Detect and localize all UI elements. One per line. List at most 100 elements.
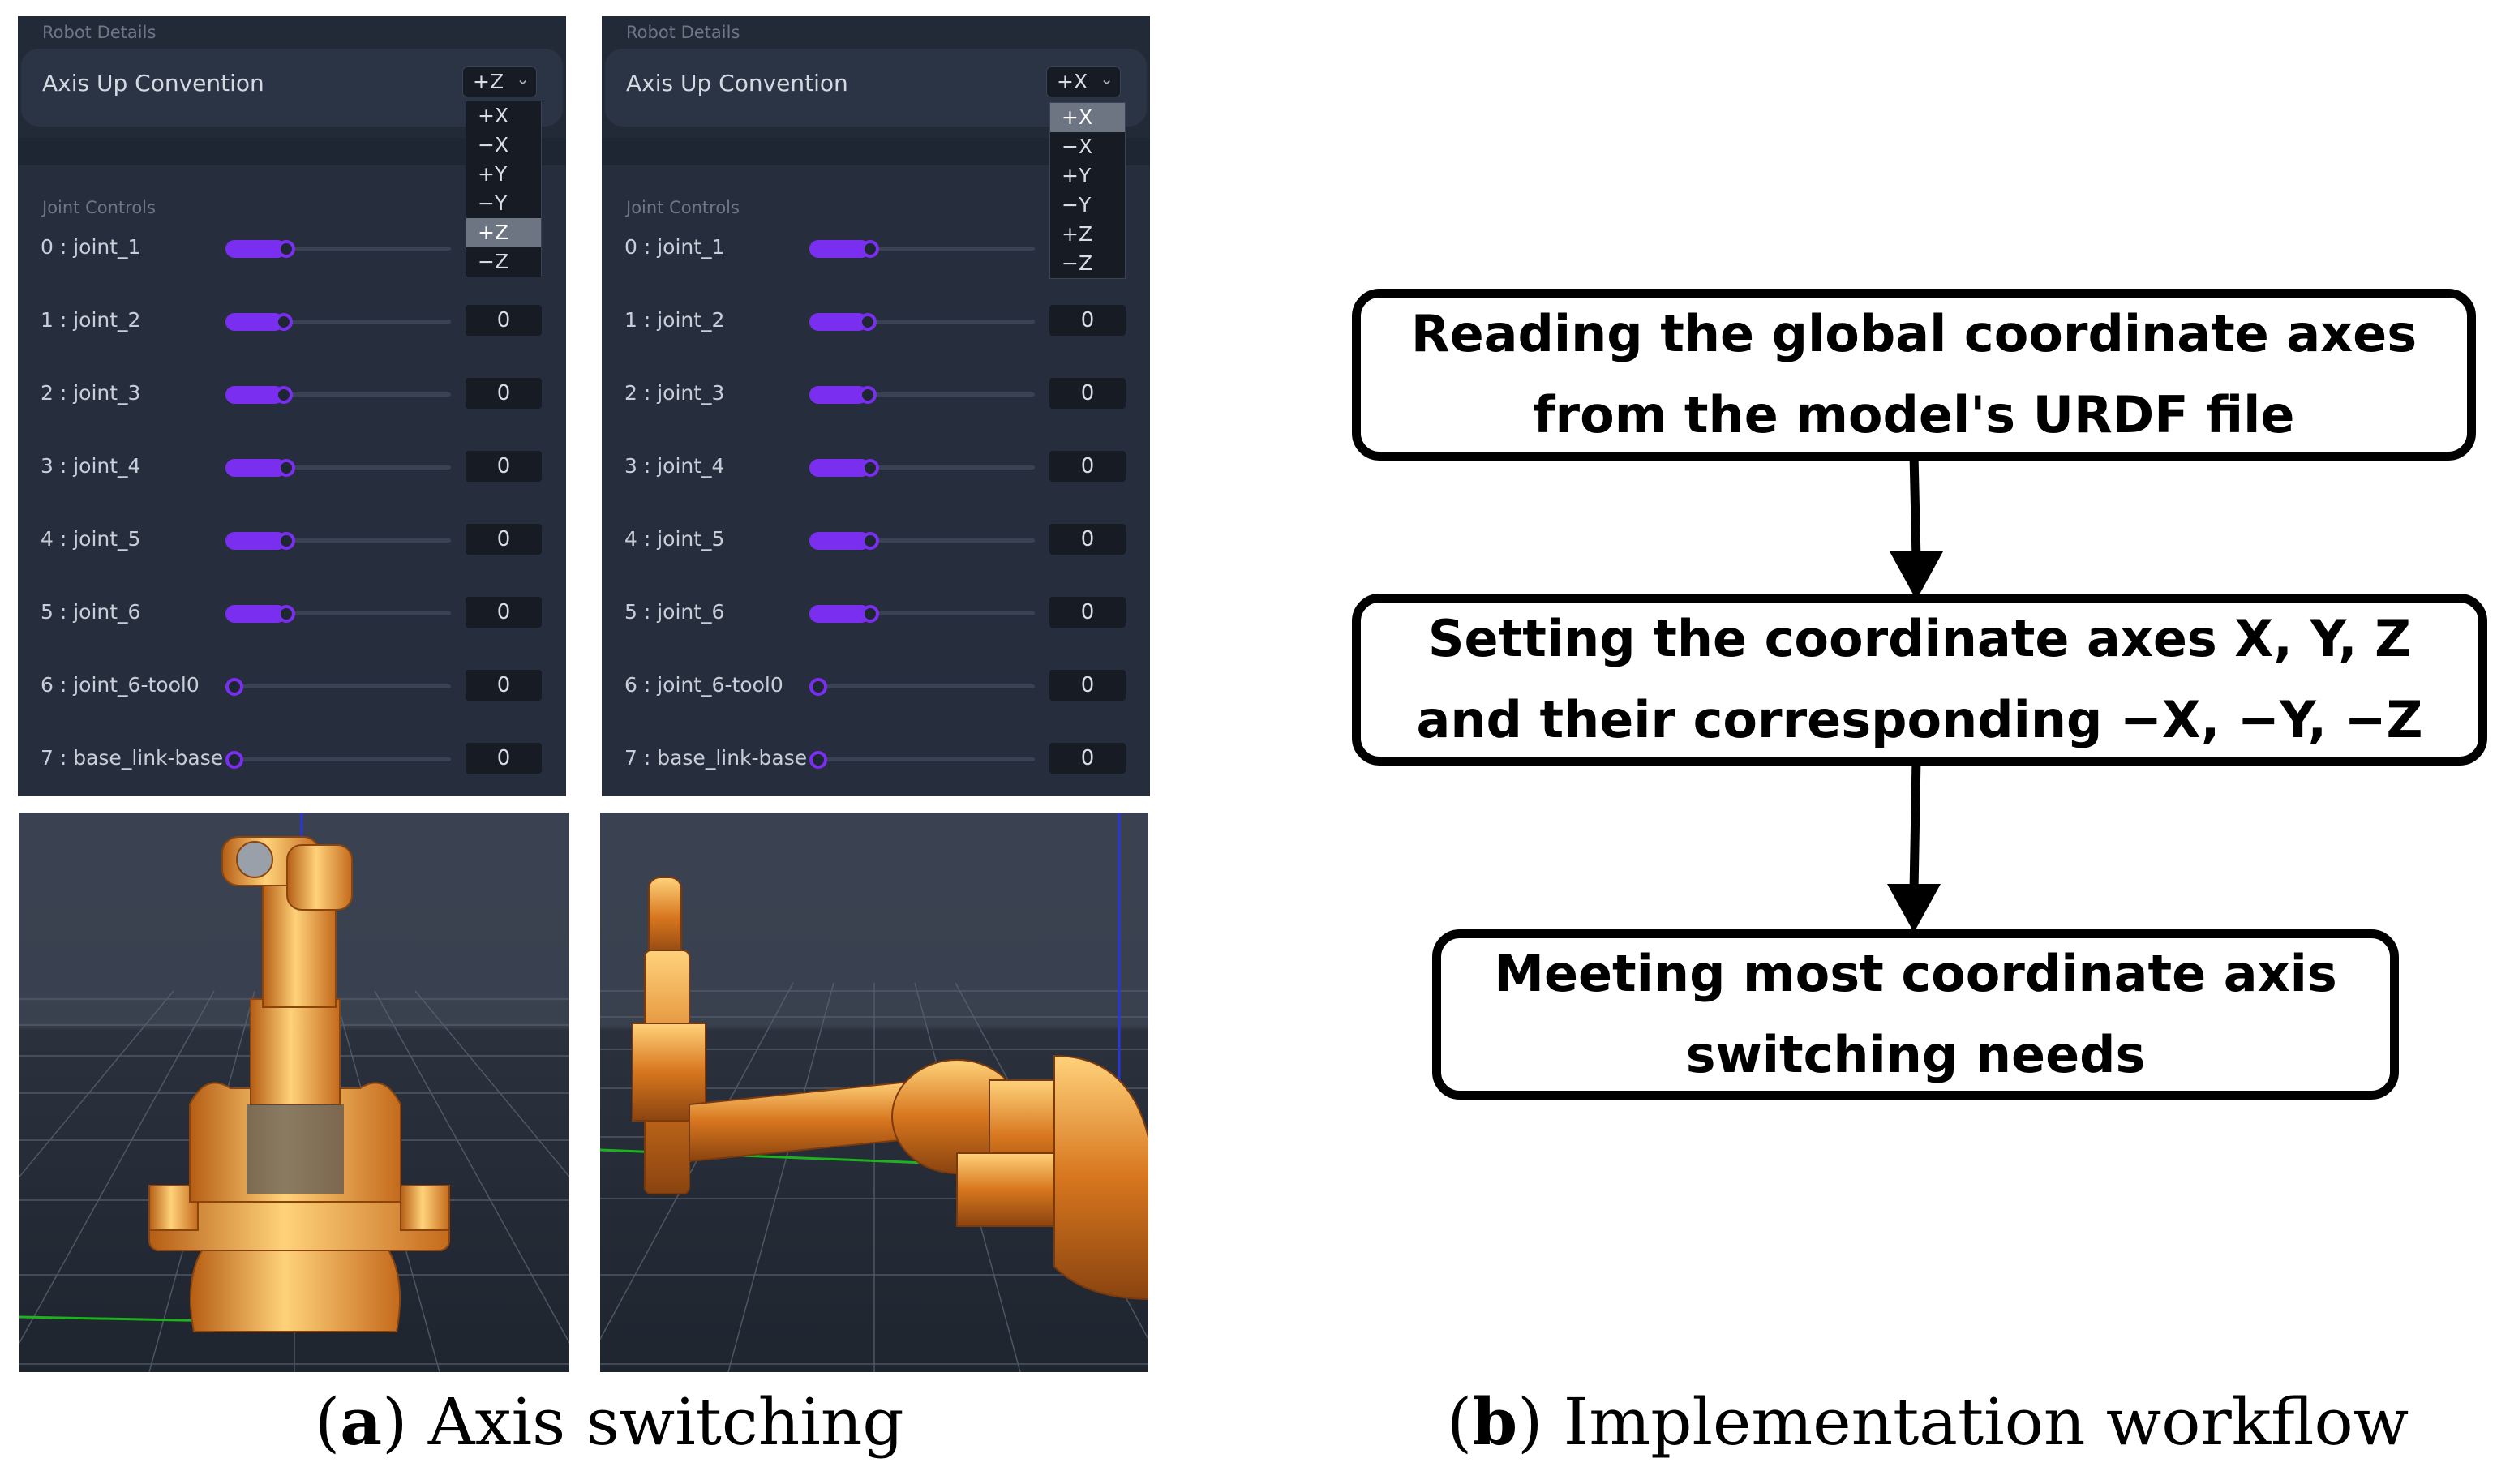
slider-thumb[interactable] [859, 313, 877, 331]
section-title: Robot Details [626, 23, 740, 42]
axis-option[interactable]: +Y [478, 162, 508, 186]
axis-dropdown-menu: +X −X +Y −Y +Z −Z [1049, 102, 1126, 279]
joint-label: 4 : joint_5 [624, 527, 725, 551]
joint-label: 7 : base_link-base [624, 746, 808, 770]
joint-slider[interactable] [225, 751, 451, 769]
axis-option[interactable]: −Y [478, 191, 508, 215]
robot-3d-viewport-left[interactable] [19, 813, 569, 1372]
slider-thumb[interactable] [275, 313, 294, 331]
joint-value-input[interactable]: 0 [466, 670, 542, 701]
slider-thumb[interactable] [277, 605, 296, 623]
axis-option[interactable]: −Y [1062, 193, 1092, 217]
joint-value-input[interactable]: 0 [466, 451, 542, 482]
joint-slider[interactable] [225, 240, 451, 258]
joint-value-input[interactable]: 0 [1049, 524, 1126, 555]
axis-up-selected-value: +Z [473, 70, 504, 93]
slider-thumb[interactable] [861, 459, 880, 477]
slider-thumb[interactable] [861, 240, 880, 258]
slider-fill [809, 386, 869, 404]
robot-3d-viewport-right[interactable] [600, 813, 1148, 1372]
slider-thumb[interactable] [225, 678, 243, 696]
joint-slider[interactable] [225, 313, 451, 331]
joint-value-input[interactable]: 0 [1049, 597, 1126, 628]
axis-option[interactable]: −X [478, 133, 509, 157]
axis-option[interactable]: +X [1050, 103, 1125, 132]
axis-up-select[interactable]: +Z ⌄ [462, 66, 537, 97]
joint-slider[interactable] [225, 532, 451, 550]
joint-value-input[interactable]: 0 [1049, 670, 1126, 701]
joint-label: 7 : base_link-base [41, 746, 224, 770]
joint-value-input[interactable]: 0 [1049, 305, 1126, 336]
slider-thumb[interactable] [861, 605, 880, 623]
slider-thumb[interactable] [225, 751, 243, 769]
slider-thumb[interactable] [809, 751, 827, 769]
joint-value-input[interactable]: 0 [1049, 743, 1126, 774]
joint-value-input[interactable]: 0 [1049, 451, 1126, 482]
slider-thumb[interactable] [809, 678, 827, 696]
axis-option[interactable]: −Z [1062, 251, 1093, 275]
joint-slider[interactable] [809, 751, 1035, 769]
slider-fill [225, 240, 287, 258]
chevron-down-icon: ⌄ [1100, 69, 1113, 88]
slider-fill [225, 605, 287, 623]
joint-slider[interactable] [225, 605, 451, 623]
flow-step-read-urdf: Reading the global coordinate axes from … [1352, 289, 2476, 461]
joint-slider[interactable] [809, 459, 1035, 477]
joint-row: 7 : base_link-base 0 [602, 743, 1150, 778]
slider-fill [809, 240, 871, 258]
slider-fill [809, 605, 871, 623]
joint-slider[interactable] [225, 678, 451, 696]
joint-label: 0 : joint_1 [624, 235, 725, 259]
joint-slider[interactable] [809, 386, 1035, 404]
caption-b-text: Implementation workflow [1563, 1384, 2409, 1460]
slider-thumb[interactable] [277, 532, 296, 550]
axis-option[interactable]: +Z [466, 218, 541, 247]
flow-step-text: Meeting most coordinate axis switching n… [1494, 944, 2337, 1084]
joint-value-input[interactable]: 0 [466, 305, 542, 336]
robot-details-panel-right: Robot Details Axis Up Convention +X ⌄ Jo… [602, 16, 1150, 796]
joint-row: 4 : joint_5 0 [602, 524, 1150, 560]
slider-fill [809, 459, 871, 477]
joint-value-input[interactable]: 0 [466, 743, 542, 774]
caption-a-letter: a [340, 1383, 383, 1460]
joint-slider[interactable] [809, 678, 1035, 696]
joint-row: 6 : joint_6-tool0 0 [18, 670, 566, 706]
joint-value-input[interactable]: 0 [1049, 378, 1126, 409]
slider-fill [225, 313, 285, 331]
axis-option[interactable]: −Z [478, 250, 509, 273]
joint-slider[interactable] [225, 386, 451, 404]
joint-slider[interactable] [809, 240, 1035, 258]
axis-up-select[interactable]: +X ⌄ [1046, 66, 1121, 97]
slider-thumb[interactable] [859, 386, 877, 404]
joint-row: 2 : joint_3 0 [602, 378, 1150, 414]
slider-thumb[interactable] [275, 386, 294, 404]
axis-option[interactable]: +Y [1062, 164, 1092, 187]
joint-label: 1 : joint_2 [41, 308, 141, 332]
caption-b: (b) Implementation workflow [1447, 1383, 2409, 1460]
joint-slider[interactable] [809, 605, 1035, 623]
joint-label: 6 : joint_6-tool0 [41, 673, 200, 697]
joint-label: 0 : joint_1 [41, 235, 141, 259]
joint-value-input[interactable]: 0 [466, 524, 542, 555]
slider-thumb[interactable] [861, 532, 880, 550]
axis-option[interactable]: +Z [1062, 222, 1093, 246]
slider-fill [225, 532, 287, 550]
axis-option[interactable]: −X [1062, 135, 1093, 158]
joint-slider[interactable] [225, 459, 451, 477]
slider-thumb[interactable] [277, 459, 296, 477]
joint-row: 7 : base_link-base 0 [18, 743, 566, 778]
joint-value-input[interactable]: 0 [466, 597, 542, 628]
axis-up-label: Axis Up Convention [626, 70, 848, 97]
joint-label: 2 : joint_3 [624, 381, 725, 405]
slider-thumb[interactable] [277, 240, 296, 258]
joint-value-input[interactable]: 0 [466, 378, 542, 409]
axis-up-label: Axis Up Convention [42, 70, 264, 97]
joint-slider[interactable] [809, 532, 1035, 550]
joint-slider[interactable] [809, 313, 1035, 331]
axis-option[interactable]: +X [478, 104, 509, 127]
